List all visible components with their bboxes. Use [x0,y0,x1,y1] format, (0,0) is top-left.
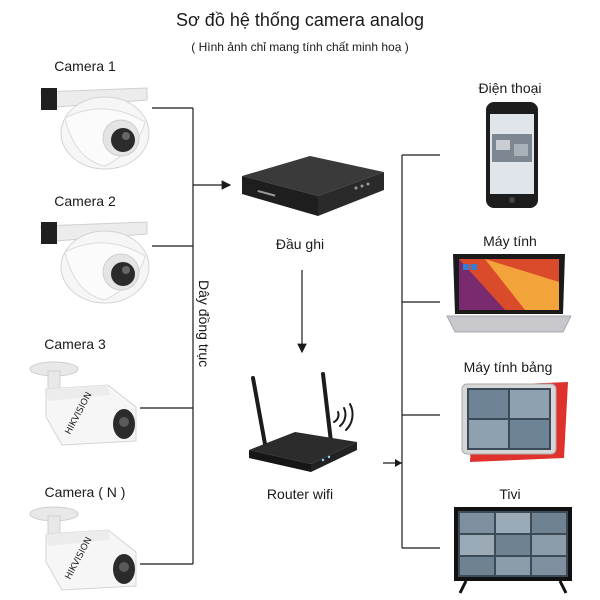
tablet-icon [461,382,568,462]
laptop-icon [446,254,572,333]
diagram-title: Sơ đồ hệ thống camera analog [176,10,424,30]
bullet-camera-3-icon: HIKVISION [29,361,137,446]
arrow-head-devices [395,459,402,467]
diagram-subtitle: ( Hình ảnh chỉ mang tính chất minh hoạ ) [191,40,409,54]
dome-camera-2-icon [40,221,150,304]
phone-label: Điện thoại [478,80,542,96]
tv-label: Tivi [499,486,521,502]
bullet-camera-n-icon: HIKVISION [29,506,137,591]
laptop-label: Máy tính [483,233,537,249]
dome-camera-1-icon [40,87,150,170]
cable-label: Dây đồng trục [196,280,212,368]
wifi-signal-icon [333,403,354,431]
router-label: Router wifi [266,486,334,502]
phone-icon [486,102,538,208]
camera-3-label: Camera 3 [44,336,106,352]
tablet-label: Máy tính bảng [463,359,553,375]
router-icon [249,372,357,472]
recorder-icon [242,156,384,216]
camera-n-label: Camera ( N ) [44,484,126,500]
camera-1-label: Camera 1 [54,58,116,74]
recorder-label: Đầu ghi [275,236,325,252]
tv-icon [454,507,572,594]
camera-2-label: Camera 2 [54,193,116,209]
